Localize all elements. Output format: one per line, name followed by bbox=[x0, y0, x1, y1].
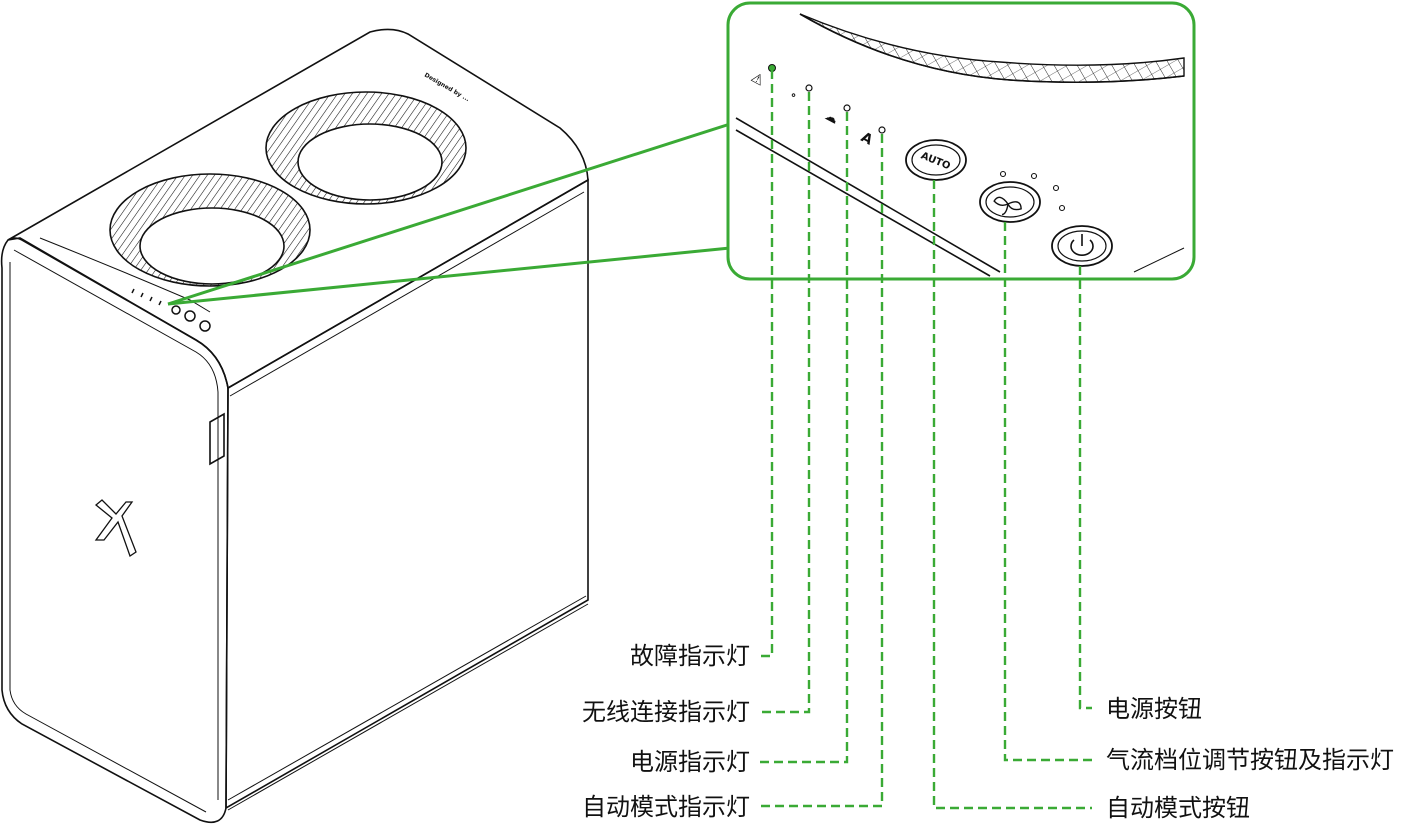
purifier-body bbox=[0, 28, 589, 824]
x-logo-icon bbox=[94, 499, 137, 558]
power-button[interactable] bbox=[1051, 225, 1113, 267]
airflow-button[interactable] bbox=[979, 181, 1041, 223]
fan-icon bbox=[993, 196, 1022, 216]
airflow-level-dot-1 bbox=[999, 170, 1007, 178]
leader-lines bbox=[760, 70, 1092, 810]
brand-text: Designed by ... bbox=[423, 72, 471, 103]
label-fault-indicator: 故障指示灯 bbox=[630, 642, 750, 670]
label-power-button: 电源按钮 bbox=[1106, 695, 1202, 723]
wifi-indicator-dot bbox=[805, 84, 813, 92]
wifi-glyph: ᐤ bbox=[786, 90, 798, 106]
label-auto-mode-button: 自动模式按钮 bbox=[1106, 794, 1250, 822]
power-glyph: ☁ bbox=[822, 108, 841, 127]
fan-right bbox=[265, 91, 467, 205]
callout-labels: 故障指示灯 无线连接指示灯 电源指示灯 自动模式指示灯 电源按钮 气流档位调节按… bbox=[582, 642, 1394, 822]
airflow-level-dot-3 bbox=[1052, 184, 1060, 192]
airflow-level-dot-2 bbox=[1030, 172, 1038, 180]
zoom-panel: ⚠ ᐤ ☁ A AUTO bbox=[726, 1, 1196, 281]
auto-indicator-dot bbox=[878, 126, 886, 134]
label-airflow-button: 气流档位调节按钮及指示灯 bbox=[1106, 746, 1394, 774]
power-icon bbox=[1070, 234, 1094, 256]
label-auto-mode-indicator: 自动模式指示灯 bbox=[582, 793, 750, 821]
control-panel-small bbox=[131, 288, 211, 332]
label-power-indicator: 电源指示灯 bbox=[630, 748, 750, 776]
power-indicator-dot bbox=[843, 104, 851, 112]
label-wifi-indicator: 无线连接指示灯 bbox=[582, 698, 750, 726]
auto-mode-button[interactable]: AUTO bbox=[905, 139, 967, 181]
airflow-level-dot-4 bbox=[1058, 204, 1066, 212]
fan-left bbox=[109, 173, 311, 287]
